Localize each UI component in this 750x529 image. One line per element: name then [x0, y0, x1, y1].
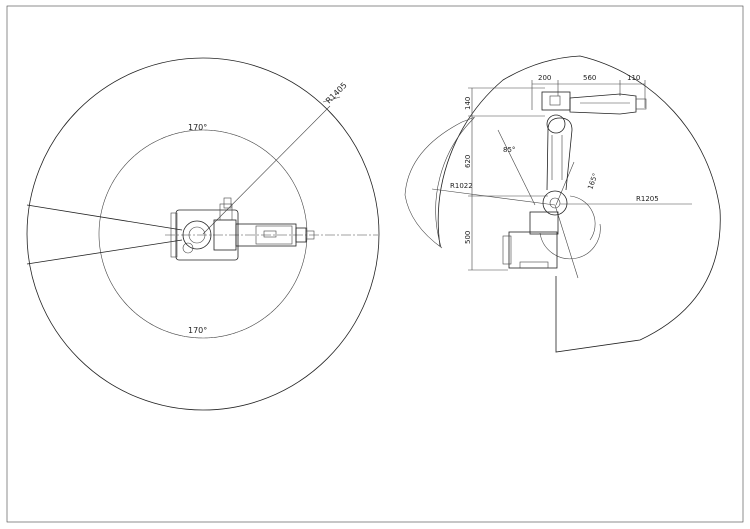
- angle-top-label: 170°: [188, 123, 207, 132]
- joint-elbow: [546, 114, 566, 134]
- side-view: R1205 R1022 140 620 500 200 560 110 85° …: [404, 55, 721, 353]
- base-turret: [182, 220, 212, 250]
- reach-circle-inner: [98, 129, 308, 339]
- robot-top-view: [170, 197, 315, 261]
- joint-base: [542, 190, 568, 216]
- dim-560: 560: [583, 74, 596, 82]
- wedge-line-lower: [26, 239, 183, 265]
- dim-110: 110: [627, 74, 640, 82]
- radius-label: R1405: [324, 81, 349, 106]
- dim-620: 620: [464, 155, 472, 168]
- dim-200: 200: [538, 74, 551, 82]
- pedestal: [508, 231, 558, 269]
- inner-arc: [435, 117, 475, 248]
- upper-arm: [569, 93, 637, 115]
- r1022-line: [431, 188, 556, 206]
- angle-bottom-label: 170°: [188, 326, 207, 335]
- radius-leader: [202, 105, 331, 235]
- dim-500: 500: [464, 231, 472, 244]
- dim-140: 140: [464, 97, 472, 110]
- r1022-label: R1022: [450, 182, 473, 190]
- r1205-label: R1205: [636, 195, 659, 203]
- base-plate: [175, 209, 239, 261]
- radius-leader-tick: [322, 96, 341, 103]
- top-view: R1405 170° 170°: [26, 57, 380, 411]
- angle-165-label: 165°: [586, 172, 599, 191]
- envelope-arc: [437, 55, 721, 353]
- robot-side-view: [502, 91, 647, 269]
- drawing-frame: [6, 5, 744, 523]
- wedge-line-upper: [26, 204, 183, 231]
- lower-arm: [546, 117, 573, 191]
- angle-85-label: 85°: [503, 146, 515, 154]
- reach-circle-outer: [26, 57, 380, 411]
